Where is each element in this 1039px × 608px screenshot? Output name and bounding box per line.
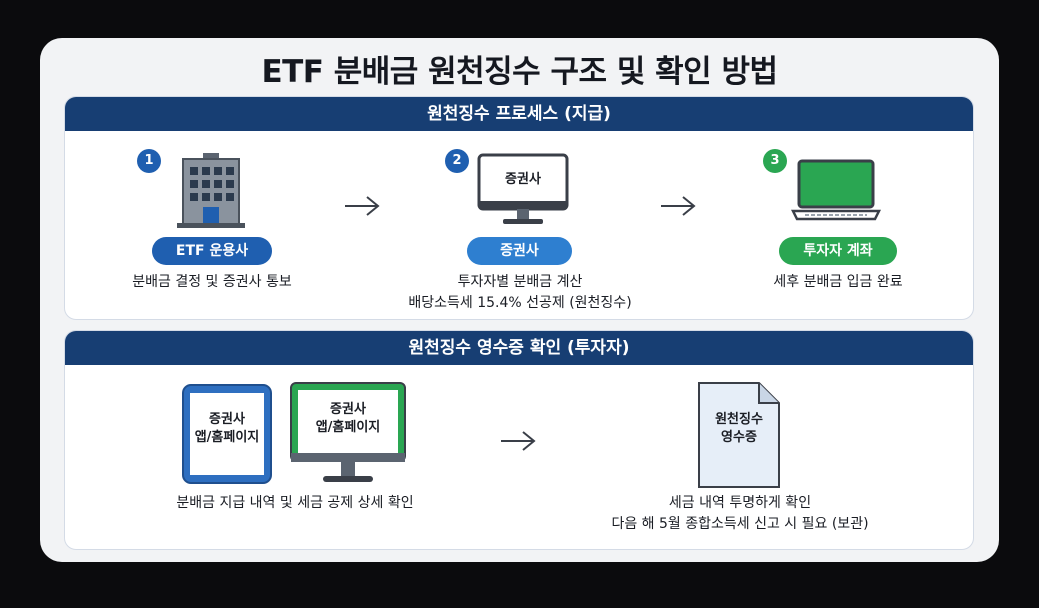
step-2-badge: 증권사 (467, 237, 572, 265)
page-title: ETF 분배금 원천징수 구조 및 확인 방법 (261, 54, 778, 90)
right-caption-line-1: 세금 내역 투명하게 확인 (668, 495, 812, 511)
tablet-screen-label: 증권사 앱/홈페이지 (181, 411, 273, 447)
monitor-label-line-1: 증권사 (330, 402, 366, 417)
arrow-right-icon (345, 196, 380, 216)
receipt-right-caption: 세금 내역 투명하게 확인 다음 해 5월 종합소득세 신고 시 필요 (보관) (580, 493, 900, 535)
step-2-screen-label: 증권사 (505, 172, 541, 187)
step-3-number: 3 (763, 149, 787, 173)
building-icon (177, 153, 245, 228)
monitor-screen-label: 증권사 앱/홈페이지 (289, 401, 407, 437)
tablet-icon (182, 384, 272, 484)
process-panel: 원천징수 프로세스 (지급) 1 ETF 운용사 분배금 결정 및 증권사 통보… (64, 96, 974, 320)
step-1-caption: 분배금 결정 및 증권사 통보 (132, 274, 292, 290)
tablet-label-line-2: 앱/홈페이지 (194, 430, 260, 445)
step-2-caption: 투자자별 분배금 계산 배당소득세 15.4% 선공제 (원천징수) (370, 272, 670, 314)
desktop-monitor-icon (290, 382, 406, 482)
step-2-number: 2 (445, 149, 469, 173)
infographic-card: ETF 분배금 원천징수 구조 및 확인 방법 원천징수 프로세스 (지급) 1… (40, 38, 999, 562)
arrow-right-icon (501, 431, 536, 451)
monitor-label-line-2: 앱/홈페이지 (315, 420, 381, 435)
tablet-label-line-1: 증권사 (209, 412, 245, 427)
receipt-panel-header: 원천징수 영수증 확인 (투자자) (65, 331, 973, 365)
document-label: 원천징수 영수증 (697, 411, 781, 447)
receipt-left-caption: 분배금 지급 내역 및 세금 공제 상세 확인 (176, 495, 414, 511)
document-label-line-1: 원천징수 (715, 412, 763, 427)
receipt-panel: 원천징수 영수증 확인 (투자자) 증권사 앱/홈페이지 증권사 앱/홈페이지 … (64, 330, 974, 550)
right-caption-line-2: 다음 해 5월 종합소득세 신고 시 필요 (보관) (611, 516, 869, 532)
monitor-icon (477, 153, 569, 224)
step-2-caption-line-1: 투자자별 분배금 계산 (457, 274, 583, 290)
document-label-line-2: 영수증 (721, 430, 757, 445)
process-panel-header: 원천징수 프로세스 (지급) (65, 97, 973, 131)
step-1-number: 1 (137, 149, 161, 173)
step-2-caption-line-2: 배당소득세 15.4% 선공제 (원천징수) (408, 295, 632, 311)
step-3-badge: 투자자 계좌 (779, 237, 897, 265)
arrow-right-icon (661, 196, 696, 216)
step-1-badge: ETF 운용사 (152, 237, 272, 265)
laptop-icon (791, 159, 881, 221)
step-3-caption: 세후 분배금 입금 완료 (773, 274, 903, 290)
document-icon (698, 382, 780, 488)
